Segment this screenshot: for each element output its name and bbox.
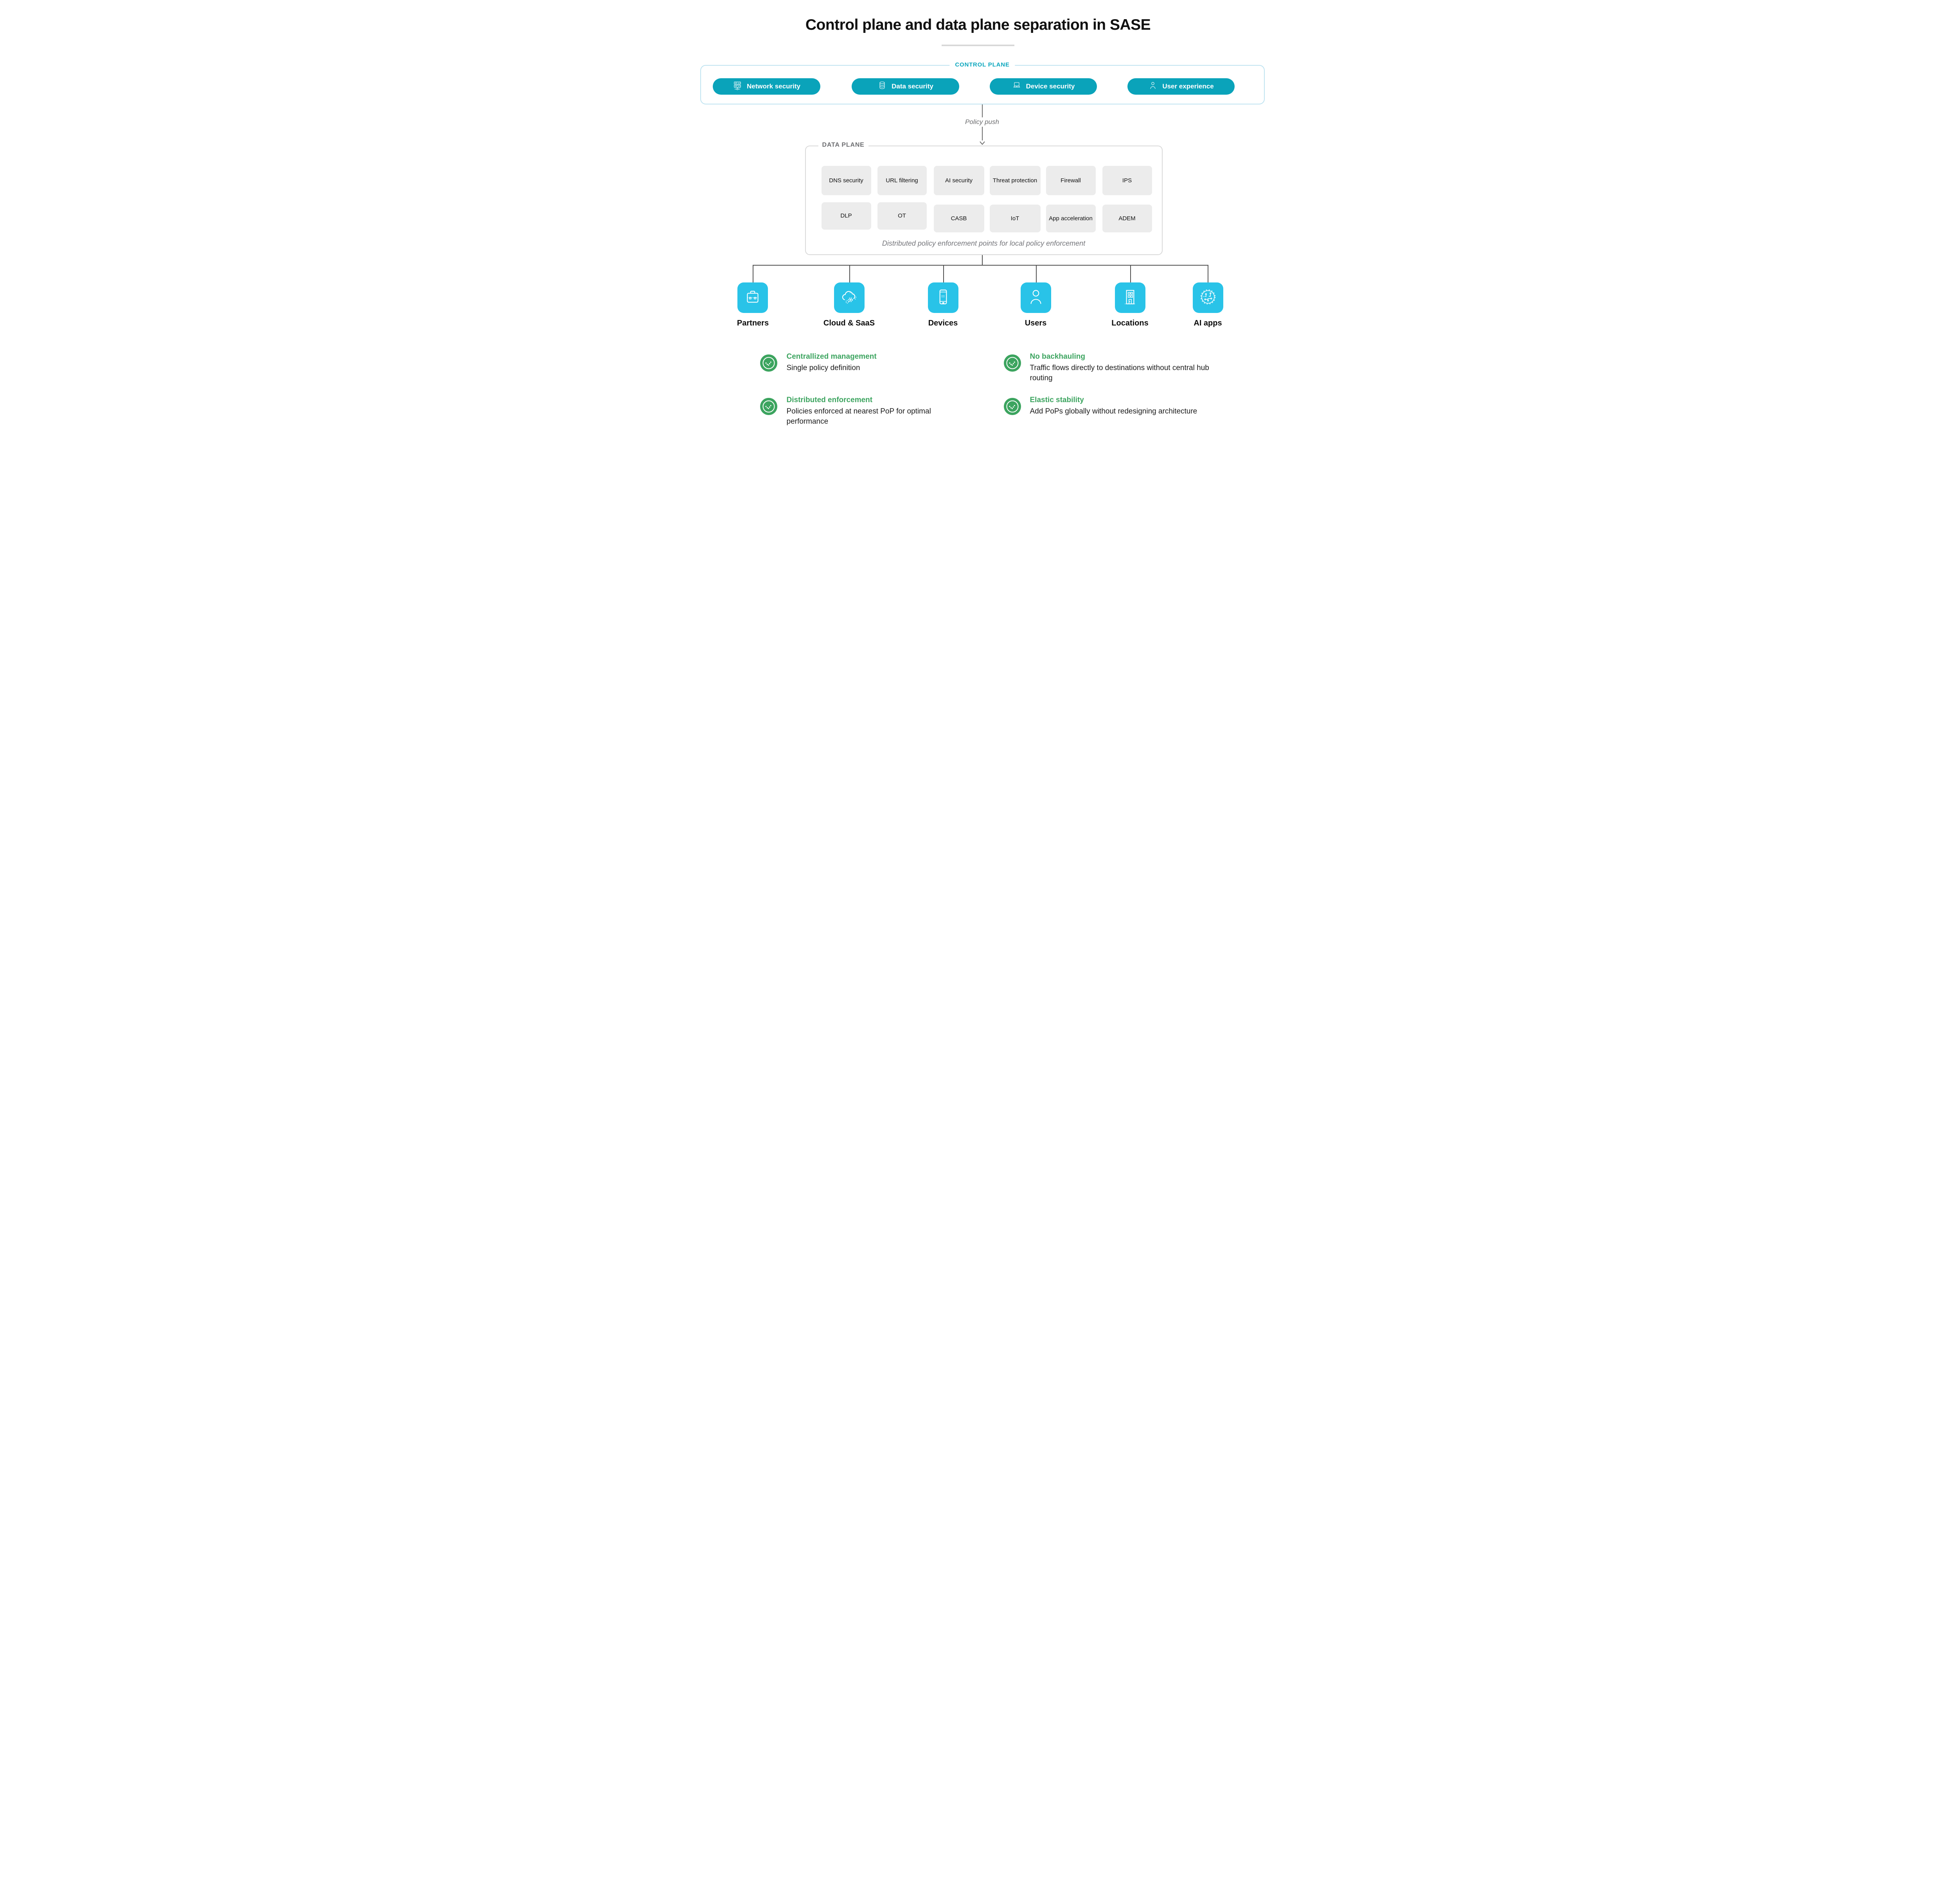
benefit-title: No backhauling xyxy=(1030,352,1085,361)
benefit-description: Single policy definition xyxy=(786,364,860,372)
control-plane-label: CONTROL PLANE xyxy=(949,61,1015,68)
service-box-threat-protection: Threat protection xyxy=(989,166,1041,195)
endpoint-cloud-saas xyxy=(834,282,865,313)
service-box-ot: OT xyxy=(877,202,927,230)
benefit-title: Centrallized management xyxy=(786,352,877,361)
person-icon xyxy=(1026,287,1046,309)
tree-drop-line xyxy=(943,265,944,282)
benefit-title: Elastic stability xyxy=(1030,396,1084,404)
benefit-title: Distributed enforcement xyxy=(786,396,873,404)
control-plane-box: CONTROL PLANE Network security xyxy=(700,61,1265,104)
data-plane-caption: Distributed policy enforcement points fo… xyxy=(882,239,1086,247)
briefcase-icon xyxy=(743,287,762,309)
tree-drop-line xyxy=(849,265,850,282)
tree-trunk-line xyxy=(982,255,983,265)
server-network-icon xyxy=(732,81,742,93)
service-box-dns-security: DNS security xyxy=(821,166,871,195)
data-plane-box: DATA PLANE DNS security URL filtering AI… xyxy=(805,142,1163,255)
endpoint-label-locations: Locations xyxy=(1111,319,1149,327)
endpoint-partners xyxy=(737,282,768,313)
pill-label: Device security xyxy=(1026,83,1075,90)
service-box-casb: CASB xyxy=(933,205,984,232)
endpoint-label-devices: Devices xyxy=(928,319,958,327)
user-icon xyxy=(1148,81,1158,93)
endpoint-devices xyxy=(928,282,958,313)
service-box-dlp: DLP xyxy=(821,202,871,230)
benefit-description: Add PoPs globally without redesigning ar… xyxy=(1030,407,1197,415)
pill-user-experience: User experience xyxy=(1127,78,1235,95)
check-circle-icon xyxy=(760,354,777,372)
check-circle-icon xyxy=(1003,398,1021,415)
laptop-icon xyxy=(1012,81,1022,93)
pill-network-security: Network security xyxy=(712,78,820,95)
benefit-no-backhauling: No backhauling Traffic flows directly to… xyxy=(1030,352,1226,383)
tree-drop-line xyxy=(1036,265,1037,282)
service-box-iot: IoT xyxy=(989,205,1041,232)
data-plane-label: DATA PLANE xyxy=(818,142,868,149)
service-box-ai-security: AI security xyxy=(933,166,984,195)
benefit-description: Policies enforced at nearest PoP for opt… xyxy=(786,407,931,426)
benefit-distributed-enforcement: Distributed enforcement Policies enforce… xyxy=(787,396,974,427)
pill-label: User experience xyxy=(1162,83,1214,90)
pill-device-security: Device security xyxy=(989,78,1097,95)
page-title: Control plane and data plane separation … xyxy=(805,16,1151,33)
endpoint-ai-apps xyxy=(1192,282,1223,313)
service-box-firewall: Firewall xyxy=(1046,166,1096,195)
database-icon xyxy=(877,81,887,93)
tree-drop-line xyxy=(1130,265,1131,282)
endpoint-label-ai-apps: AI apps xyxy=(1194,319,1222,327)
endpoint-label-users: Users xyxy=(1025,319,1047,327)
service-box-adem: ADEM xyxy=(1102,205,1152,232)
building-icon xyxy=(1120,287,1140,309)
cloud-gears-icon xyxy=(840,287,859,309)
pill-data-security: Data security xyxy=(851,78,959,95)
service-box-app-acceleration: App acceleration xyxy=(1046,205,1096,232)
tree-horizontal-line xyxy=(752,265,1208,266)
endpoint-locations xyxy=(1115,282,1145,313)
service-box-ips: IPS xyxy=(1102,166,1152,195)
check-circle-icon xyxy=(760,398,777,415)
service-box-url-filtering: URL filtering xyxy=(877,166,927,195)
pill-label: Network security xyxy=(747,83,800,90)
benefit-description: Traffic flows directly to destinations w… xyxy=(1030,364,1209,383)
endpoint-users xyxy=(1020,282,1051,313)
arrow-down-icon xyxy=(979,140,985,147)
endpoint-label-partners: Partners xyxy=(737,319,769,327)
benefit-centralized-management: Centrallized management Single policy de… xyxy=(787,352,974,373)
title-underline xyxy=(941,45,1014,46)
check-circle-icon xyxy=(1003,354,1021,372)
pill-label: Data security xyxy=(892,83,933,90)
sase-diagram: Control plane and data plane separation … xyxy=(676,0,1280,441)
benefit-elastic-stability: Elastic stability Add PoPs globally with… xyxy=(1030,396,1226,417)
policy-push-label: Policy push xyxy=(961,117,1003,127)
smartphone-icon xyxy=(933,287,953,309)
endpoint-label-cloud-saas: Cloud & SaaS xyxy=(823,319,875,327)
ai-circuit-icon xyxy=(1198,287,1218,309)
